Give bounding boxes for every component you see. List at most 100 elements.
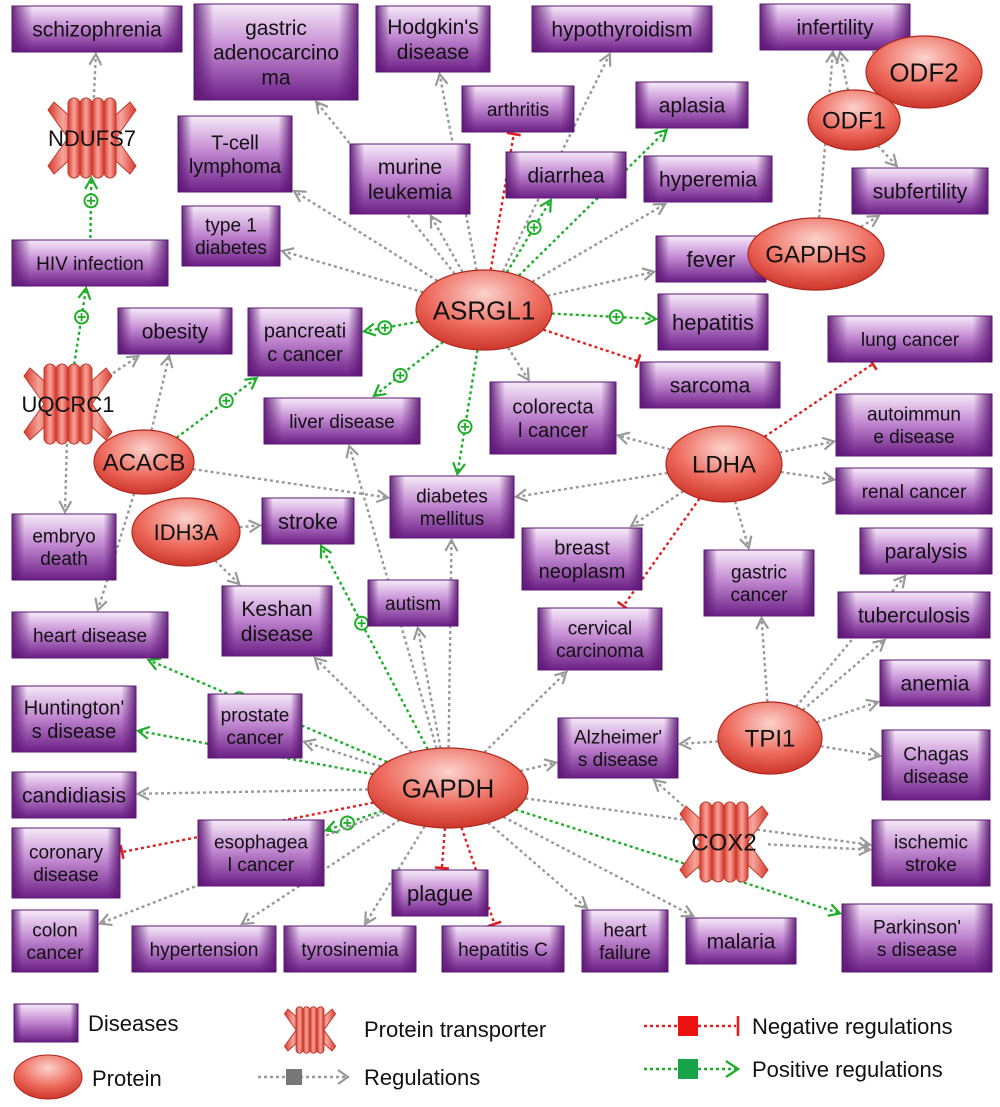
edge-positive	[175, 376, 259, 439]
protein-label: TPI1	[745, 726, 796, 753]
disease-node-autism[interactable]: autism	[367, 579, 459, 627]
disease-node-anemia[interactable]: anemia	[879, 659, 991, 707]
legend-regulations-label: Regulations	[364, 1065, 480, 1090]
disease-label: arthritis	[487, 100, 549, 121]
disease-node-hiv[interactable]: HIV infection	[11, 239, 169, 287]
disease-node-arthritis[interactable]: arthritis	[461, 85, 575, 133]
protein-node-gapdhs[interactable]: GAPDHS	[747, 217, 885, 291]
edge-regulation	[780, 470, 837, 486]
disease-node-hyperemia[interactable]: hyperemia	[643, 155, 773, 203]
edge-positive	[551, 309, 659, 326]
protein-node-gapdh[interactable]: GAPDH	[367, 747, 529, 829]
disease-node-hepatitis[interactable]: hepatitis	[657, 293, 769, 351]
disease-label: death	[40, 549, 88, 570]
transporter-node-ndufs7[interactable]: NDUFS7	[47, 97, 137, 179]
edge-regulation	[547, 267, 657, 297]
transporter-node-cox2[interactable]: COX2	[679, 801, 769, 883]
protein-node-odf2[interactable]: ODF2	[865, 35, 983, 109]
disease-node-alzheimers[interactable]: Alzheimer's disease	[557, 717, 679, 779]
disease-label: stroke	[905, 855, 957, 876]
disease-node-infertility[interactable]: infertility	[759, 3, 911, 51]
disease-node-renal[interactable]: renal cancer	[835, 467, 993, 515]
edge-regulation	[801, 638, 887, 711]
disease-node-diarrhea[interactable]: diarrhea	[505, 151, 627, 199]
edge-regulation	[615, 431, 671, 451]
disease-label: diabetes	[195, 238, 267, 259]
edge-positive	[83, 175, 99, 239]
disease-node-paralysis[interactable]: paralysis	[859, 527, 993, 575]
disease-label: l cancer	[518, 420, 588, 442]
disease-node-parkinsons[interactable]: Parkinson's disease	[841, 903, 993, 973]
disease-label: prostate	[221, 706, 290, 727]
protein-label: ASRGL1	[433, 295, 536, 325]
edge-regulation	[816, 698, 881, 724]
disease-label: sarcoma	[670, 375, 751, 398]
transporter-node-uqcrc1[interactable]: UQCRC1	[22, 363, 115, 445]
disease-node-schizophrenia[interactable]: schizophrenia	[11, 5, 183, 53]
disease-label: e disease	[873, 427, 954, 448]
protein-node-ldha[interactable]: LDHA	[665, 425, 783, 503]
disease-node-sarcoma[interactable]: sarcoma	[639, 361, 781, 409]
disease-node-hepatitisc[interactable]: hepatitis C	[441, 925, 565, 973]
protein-node-odf1[interactable]: ODF1	[807, 89, 901, 151]
disease-node-candidiasis[interactable]: candidiasis	[11, 771, 137, 819]
disease-node-tyrosinemia[interactable]: tyrosinemia	[283, 925, 417, 973]
disease-label: tuberculosis	[858, 605, 970, 628]
protein-node-acacb[interactable]: ACACB	[93, 429, 195, 495]
legend-protein-swatch	[13, 1054, 83, 1100]
disease-node-malaria[interactable]: malaria	[685, 917, 797, 965]
disease-label: Hodgkin's	[387, 16, 479, 39]
disease-node-tuberculosis[interactable]: tuberculosis	[837, 591, 991, 639]
disease-node-fever[interactable]: fever	[655, 235, 767, 283]
disease-label: stroke	[278, 509, 338, 534]
edge-negative	[542, 328, 642, 369]
edge-regulation	[434, 71, 478, 271]
disease-label: infertility	[796, 17, 874, 40]
disease-node-lung[interactable]: lung cancer	[827, 315, 993, 363]
edge-regulation	[520, 758, 559, 773]
disease-label: cancer	[226, 728, 284, 749]
edge-regulation	[767, 842, 873, 857]
disease-label: hepatitis	[672, 310, 754, 335]
disease-node-hypertension[interactable]: hypertension	[131, 925, 277, 973]
edge-regulation	[483, 670, 568, 754]
disease-node-stroke[interactable]: stroke	[261, 497, 355, 545]
edge-positive	[452, 349, 479, 477]
protein-node-asrgl1[interactable]: ASRGL1	[415, 269, 553, 351]
disease-label: hyperemia	[659, 169, 757, 192]
disease-node-aplasia[interactable]: aplasia	[635, 81, 749, 129]
disease-node-plague[interactable]: plague	[391, 869, 489, 917]
disease-node-obesity[interactable]: obesity	[117, 307, 233, 355]
protein-node-idh3a[interactable]: IDH3A	[131, 497, 241, 567]
disease-node-huntingtons[interactable]: Huntington's disease	[11, 685, 137, 753]
disease-node-subfertility[interactable]: subfertility	[851, 167, 989, 215]
disease-node-hypothyroidism[interactable]: hypothyroidism	[531, 5, 713, 53]
edge-regulation	[820, 745, 883, 762]
disease-node-heart-disease[interactable]: heart disease	[11, 611, 169, 659]
edge-regulation	[779, 436, 837, 454]
protein-node-tpi1[interactable]: TPI1	[717, 701, 823, 775]
disease-node-liver[interactable]: liver disease	[263, 397, 421, 445]
